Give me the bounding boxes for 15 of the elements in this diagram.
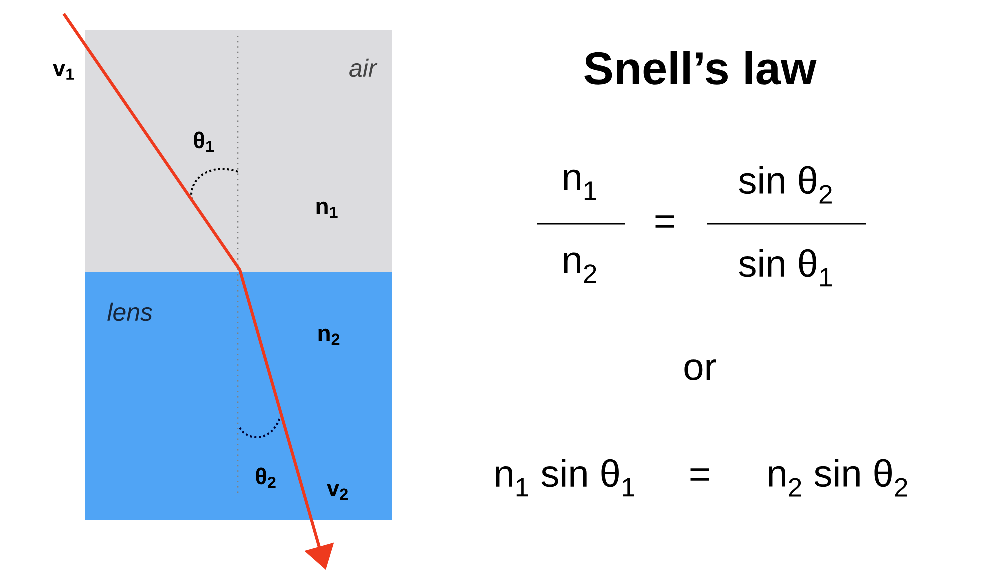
title: Snell’s law [584,51,817,85]
equation-term: = [656,216,674,228]
equation-term: sin θ$_{2}$ [739,166,832,204]
equation-term: sin θ$_{1}$ [739,249,832,287]
equation-term: n$_{1}$ [564,170,596,200]
equation-term: n$_{1}$ sin θ$_{1}$ [496,459,634,497]
symbol-label: θ$_{1}$ [194,132,214,152]
equation-term: n$_{2}$ sin θ$_{2}$ [769,459,908,497]
symbol-label: n$_{1}$ [316,202,338,218]
symbol-label: θ$_{2}$ [256,468,276,488]
symbol-label: n$_{2}$ [318,328,340,346]
equation-term: n$_{2}$ [564,252,596,284]
symbol-label: v$_{2}$ [326,484,348,500]
equation-term: = [690,468,710,481]
equation-term: or [684,360,716,380]
